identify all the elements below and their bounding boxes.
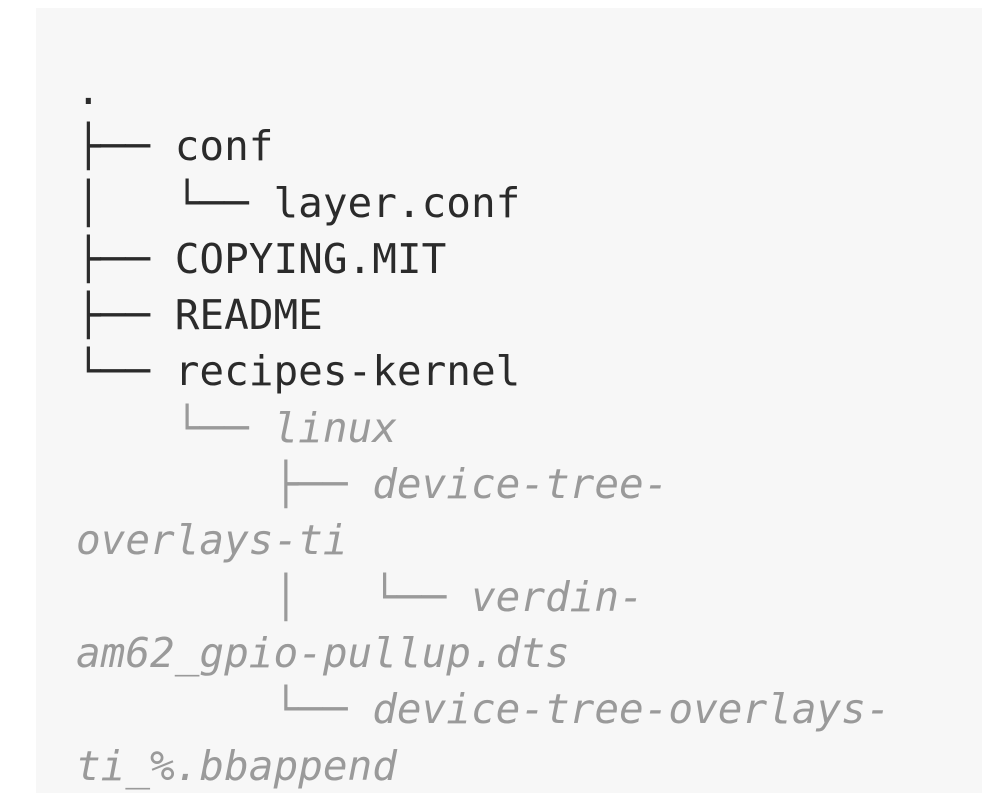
tree-item-verdin-dts: │ └── verdin- (76, 572, 644, 621)
tree-item-copying-mit: ├── COPYING.MIT (76, 234, 447, 283)
tree-item-device-tree-overlays-ti-wrap: overlays-ti (76, 516, 348, 565)
tree-item-conf: ├── conf (76, 122, 274, 171)
tree-item-bbappend-wrap: ti_%.bbappend (76, 741, 397, 790)
tree-root: . (76, 66, 101, 114)
code-block: . ├── conf │ └── layer.conf ├── COPYING.… (36, 8, 982, 793)
tree-item-recipes-kernel: └── recipes-kernel (76, 347, 521, 396)
tree-item-readme: ├── README (76, 291, 323, 340)
tree-item-layer-conf: │ └── layer.conf (76, 178, 521, 227)
tree-item-bbappend: └── device-tree-overlays- (76, 685, 891, 734)
tree-item-verdin-dts-wrap: am62_gpio-pullup.dts (76, 628, 570, 677)
tree-item-device-tree-overlays-ti: ├── device-tree- (76, 460, 669, 509)
tree-item-linux: └── linux (76, 403, 397, 452)
